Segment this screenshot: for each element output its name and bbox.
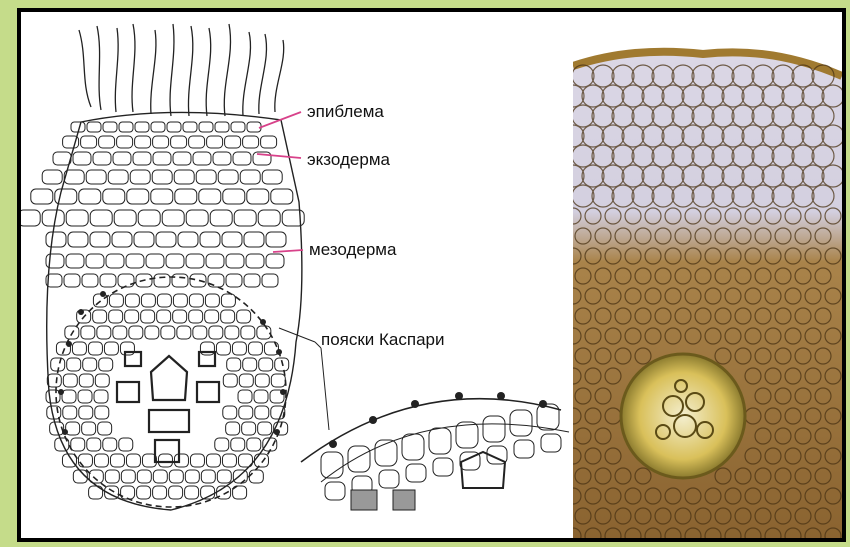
label-caspary: пояски Каспари [321, 330, 445, 350]
root-hairs [79, 24, 284, 116]
enlarged-fragment [301, 392, 569, 510]
label-mesoderm: мезодерма [309, 240, 396, 260]
root-micrograph [573, 36, 842, 538]
root-cells [21, 122, 304, 499]
label-exoderm: экзодерма [307, 150, 390, 170]
figure-panel: эпиблема экзодерма мезодерма пояски Касп… [17, 8, 846, 542]
label-epiblema: эпиблема [307, 102, 384, 122]
leader-lines [257, 112, 303, 252]
caspary-dots [58, 291, 286, 435]
